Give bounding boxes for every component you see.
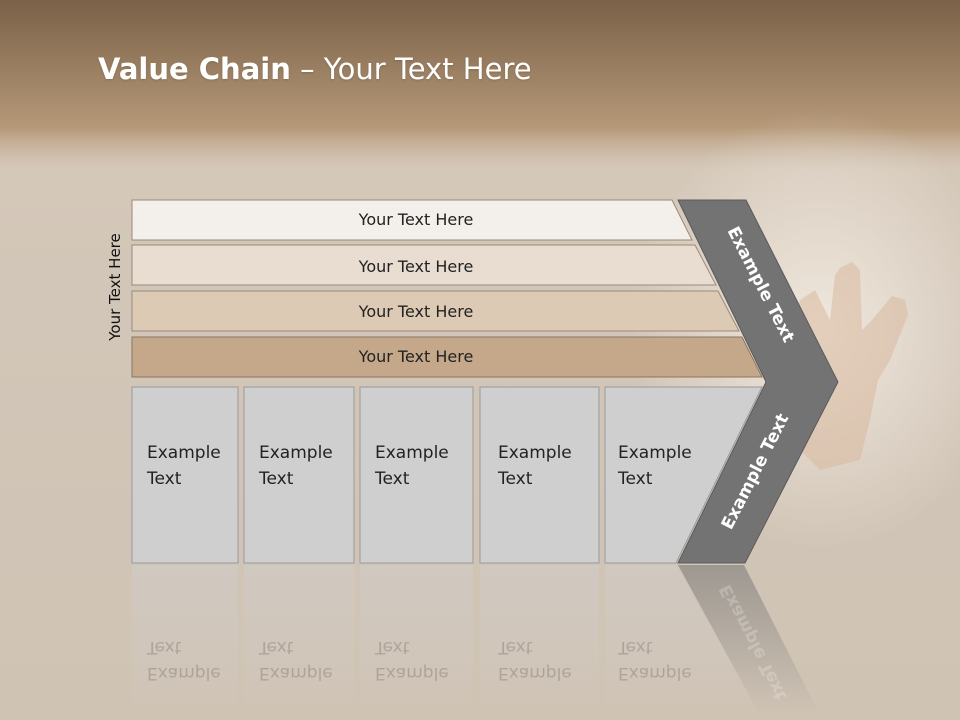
column-2-reflection: Example Text <box>259 634 333 686</box>
column-5-line1: Example <box>618 443 692 463</box>
band-2-label: Your Text Here <box>358 257 474 276</box>
band-3-shape <box>131 290 740 332</box>
band-1: Your Text Here <box>131 199 693 241</box>
column-3-line2: Text <box>375 469 410 489</box>
column-5-reflection-line1: Example <box>618 663 692 683</box>
column-2 <box>243 386 355 564</box>
columns <box>131 386 763 564</box>
column-2-line2: Text <box>259 469 294 489</box>
column-5 <box>604 386 763 564</box>
page-title: Value Chain – Your Text Here <box>98 52 532 86</box>
column-4-line1: Example <box>498 443 572 463</box>
column-1-reflection-line1: Example <box>147 663 221 683</box>
column-1-text: Example Text <box>147 440 221 492</box>
band-3-label: Your Text Here <box>358 302 474 321</box>
band-2-shape <box>131 244 717 286</box>
column-5-reflection: Example Text <box>618 634 692 686</box>
column-4-text: Example Text <box>498 440 572 492</box>
column-3 <box>359 386 474 564</box>
band-4: Your Text Here <box>131 336 763 378</box>
band-1-label: Your Text Here <box>358 210 474 229</box>
band-4-shape <box>131 336 763 378</box>
band-3: Your Text Here <box>131 290 740 332</box>
column-4-reflection-line1: Example <box>498 663 572 683</box>
column-1-line2: Text <box>147 469 182 489</box>
band-4-label: Your Text Here <box>358 347 474 366</box>
title-bold: Value Chain <box>98 52 291 86</box>
column-5-line2: Text <box>618 469 653 489</box>
column-2-text: Example Text <box>259 440 333 492</box>
column-2-line1: Example <box>259 443 333 463</box>
column-2-reflection-line2: Text <box>259 637 294 657</box>
column-2-reflection-line1: Example <box>259 663 333 683</box>
column-4-line2: Text <box>498 469 533 489</box>
chevron: Example Text Example Text Example Text <box>677 199 839 703</box>
column-3-reflection-line1: Example <box>375 663 449 683</box>
band-1-shape <box>131 199 693 241</box>
column-3-reflection: Example Text <box>375 634 449 686</box>
chevron-shape <box>677 199 839 564</box>
column-1 <box>131 386 239 564</box>
column-4-reflection-line2: Text <box>498 637 533 657</box>
column-1-line1: Example <box>147 443 221 463</box>
column-3-line1: Example <box>375 443 449 463</box>
column-4-reflection: Example Text <box>498 634 572 686</box>
column-5-text: Example Text <box>618 440 692 492</box>
band-2: Your Text Here <box>131 244 717 286</box>
title-rest: – Your Text Here <box>290 52 532 86</box>
column-1-reflection: Example Text <box>147 634 221 686</box>
column-3-text: Example Text <box>375 440 449 492</box>
column-1-reflection-line2: Text <box>147 637 182 657</box>
column-5-reflection-line2: Text <box>618 637 653 657</box>
column-3-reflection-line2: Text <box>375 637 410 657</box>
column-4 <box>479 386 600 564</box>
column-reflections <box>132 565 820 715</box>
